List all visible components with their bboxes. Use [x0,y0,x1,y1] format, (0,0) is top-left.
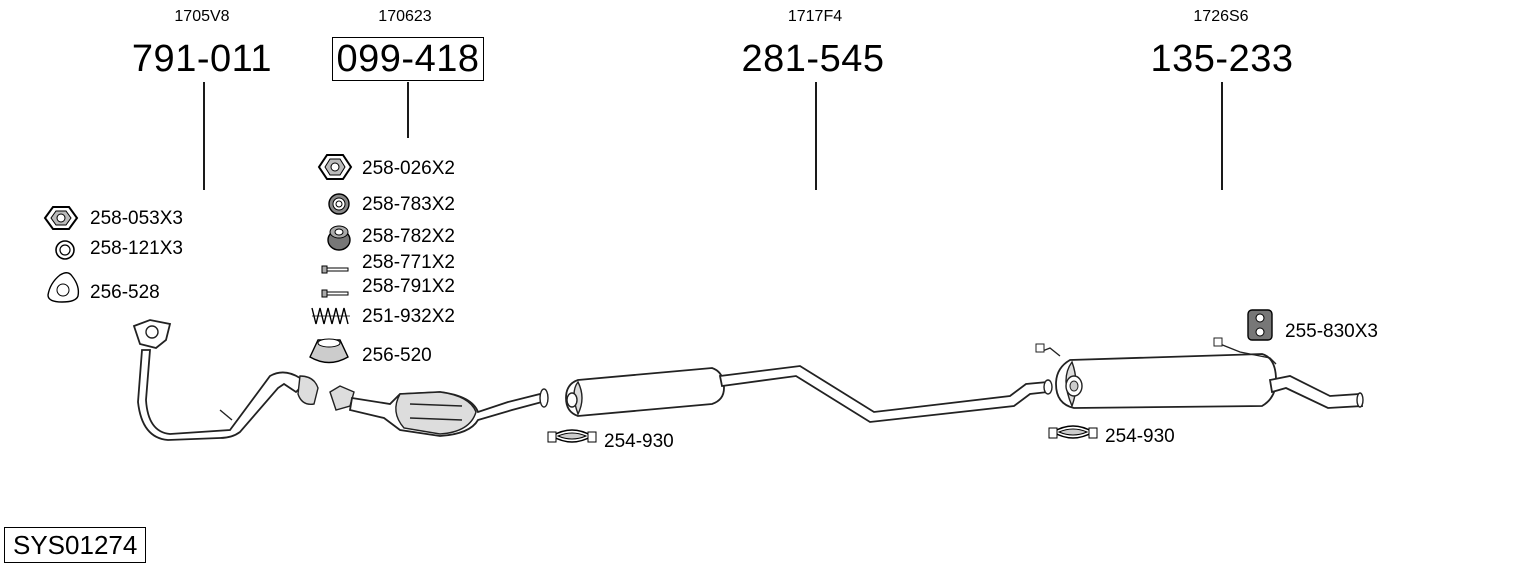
part-label-258-121X3[interactable]: 258-121X3 [90,238,183,259]
part-number-2[interactable]: 099-418 [298,37,518,81]
part-label-258-026X2[interactable]: 258-026X2 [362,158,455,179]
ring-washer-icon [55,240,75,260]
part-number-4[interactable]: 135-233 [1150,38,1294,80]
hex-nut-icon [43,206,79,230]
part-number-1[interactable]: 791-011 [131,38,273,80]
part-label-251-932X2[interactable]: 251-932X2 [362,306,455,327]
part-label-254-930-b[interactable]: 254-930 [1105,426,1175,447]
part-label-255-830X3[interactable]: 255-830X3 [1285,321,1378,342]
part-label-258-782X2[interactable]: 258-782X2 [362,226,455,247]
rubber-bush-icon [327,225,351,251]
part-label-254-930-a[interactable]: 254-930 [604,431,674,452]
ref-code-4: 1726S6 [1193,8,1249,25]
part-label-258-053X3[interactable]: 258-053X3 [90,208,183,229]
system-code: SYS01274 [4,527,147,563]
part-label-258-791X2[interactable]: 258-791X2 [362,276,455,297]
part-number-3[interactable]: 281-545 [741,38,885,80]
sealing-ring-icon [309,338,349,364]
clamp-icon [1048,425,1098,439]
ref-code-1: 1705V8 [174,8,230,25]
bolt-icon [321,265,349,274]
part-label-256-520[interactable]: 256-520 [362,345,432,366]
middle-silencer [565,365,1053,423]
spring-icon [311,307,350,325]
catalytic-converter [329,385,549,437]
rubber-mount-icon [328,193,350,215]
rubber-hanger-icon [1247,309,1273,341]
ref-code-2: 170623 [378,8,432,25]
ref-code-3: 1717F4 [787,8,843,25]
part-label-258-783X2[interactable]: 258-783X2 [362,194,455,215]
front-pipe [132,319,319,441]
flange-gasket-icon [47,272,80,303]
rear-silencer [1035,337,1364,409]
hex-nut-icon [317,154,353,180]
part-label-256-528[interactable]: 256-528 [90,282,160,303]
part-number-2-text: 099-418 [331,37,485,81]
bolt-icon [321,289,349,298]
part-label-258-771X2[interactable]: 258-771X2 [362,252,455,273]
clamp-icon [547,429,597,443]
